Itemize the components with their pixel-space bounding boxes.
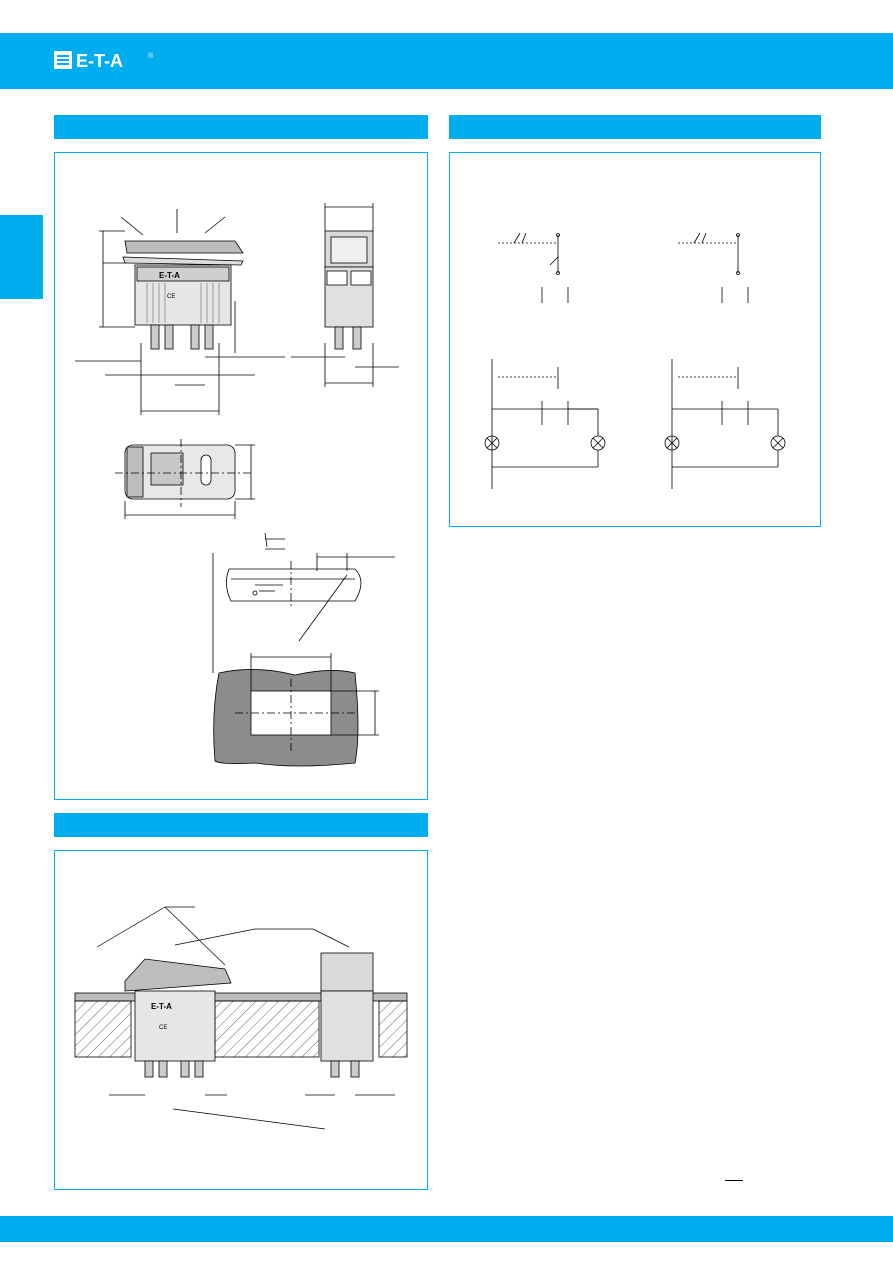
eta-logo-icon: E-T-A ® bbox=[54, 51, 154, 70]
svg-text:®: ® bbox=[148, 52, 154, 60]
section-header-mounting bbox=[54, 813, 428, 837]
footer-bar bbox=[0, 1216, 893, 1242]
mounting-switch-logo: E-T-A bbox=[151, 1002, 172, 1011]
schematic-drawing bbox=[484, 232, 786, 489]
brand-logo-text: E-T-A bbox=[76, 51, 123, 70]
schematics-panel bbox=[449, 152, 821, 527]
dimension-drawing: E-T-A CE bbox=[75, 203, 399, 767]
mounting-ce-mark: CE bbox=[159, 1025, 167, 1031]
section-header-schematics bbox=[449, 115, 821, 139]
section-header-dimensions bbox=[54, 115, 428, 139]
dimensions-panel: E-T-A CE bbox=[54, 152, 428, 800]
ce-mark-label: CE bbox=[167, 294, 175, 300]
footnote-line bbox=[725, 1180, 743, 1181]
switch-logo-label: E-T-A bbox=[159, 271, 180, 280]
mounting-drawing: E-T-A CE bbox=[74, 906, 408, 1130]
side-tab bbox=[0, 215, 43, 299]
header-bar bbox=[0, 33, 893, 89]
mounting-panel: E-T-A CE bbox=[54, 850, 428, 1190]
